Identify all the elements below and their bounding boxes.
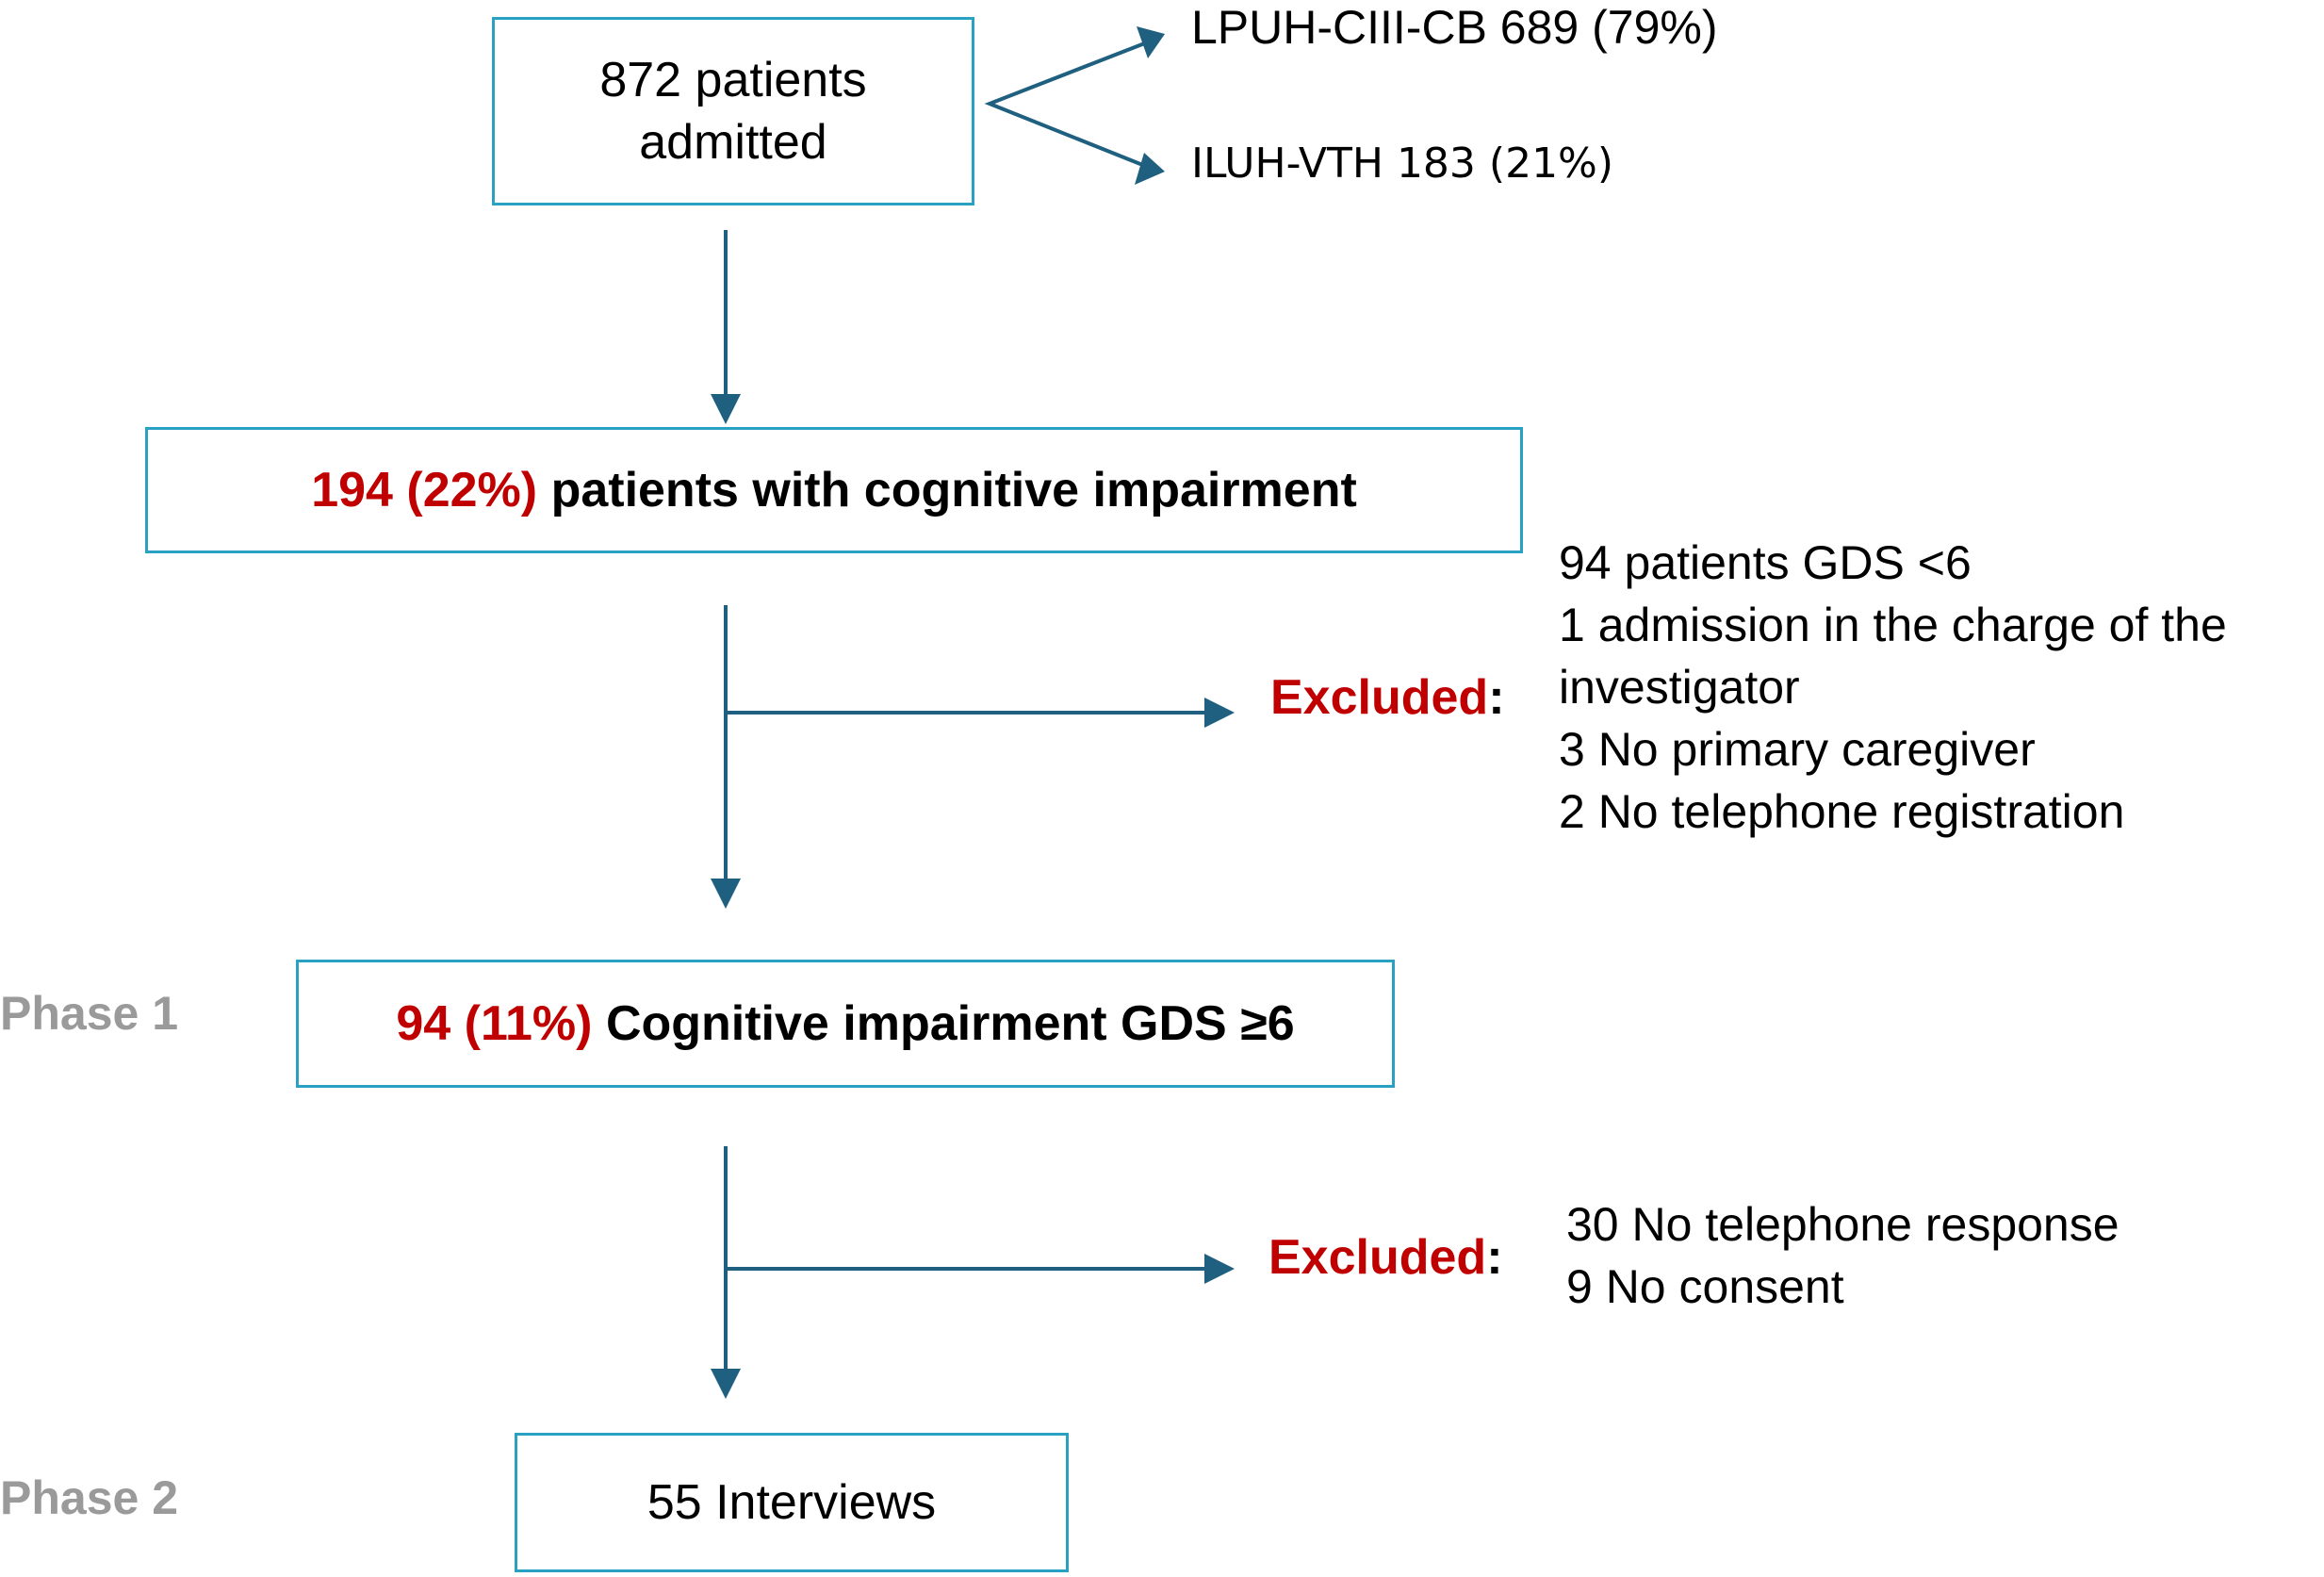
exclusion1-reason: 2 No telephone registration [1559,785,2125,838]
exclusion1-reason: 3 No primary caregiver [1559,723,2036,776]
interviews-text: 55 Interviews [646,1475,937,1530]
admitted-box: 872 patients admitted [492,17,974,205]
arrow-cognitive-to-phase1 [711,605,741,909]
exclusion1-reason: investigator [1559,661,1800,714]
arrow-admitted-to-cognitive [711,230,741,424]
exclusion1-reason: 1 admission in the charge of the [1559,599,2227,651]
exclusion2-word: Excluded [1268,1230,1487,1285]
cognitive-impairment-box: 194 (22%) patients with cognitive impair… [145,427,1523,553]
phase1-label: Phase 1 [0,987,179,1040]
exclusion2-reason: 30 No telephone response [1566,1198,2119,1251]
phase2-label: Phase 2 [0,1471,179,1524]
exclusion1-reasons: 94 patients GDS <6 1 admission in the ch… [1559,532,2227,843]
branch-arrows [984,26,1165,185]
exclusion1-word: Excluded [1270,670,1489,725]
exclusion2-reasons: 30 No telephone response 9 No consent [1566,1193,2119,1318]
cognitive-text: patients with cognitive impairment [550,463,1357,517]
interviews-box: 55 Interviews [515,1433,1069,1572]
phase1-box: 94 (11%) Cognitive impairment GDS ≥6 [296,960,1395,1088]
arrow-exclusion1 [728,698,1235,728]
branch-iluh: ILUH-VTH 183 (21%) [1191,140,1614,188]
exclusion2-label: Excluded: [1268,1229,1503,1286]
admitted-line-1: 872 patients [599,53,867,107]
exclusion1-label: Excluded: [1270,669,1505,726]
arrow-exclusion2 [728,1254,1235,1284]
admitted-line-2: admitted [639,115,827,170]
cognitive-highlight: 194 (22%) [311,463,538,517]
exclusion2-colon: : [1486,1230,1503,1285]
exclusion2-reason: 9 No consent [1566,1260,1844,1313]
arrow-phase1-to-phase2 [711,1146,741,1399]
phase1-highlight: 94 (11%) [396,996,593,1051]
exclusion1-reason: 94 patients GDS <6 [1559,536,1972,589]
branch-lpuh: LPUH-CIII-CB 689 (79%) [1191,1,1718,54]
phase1-text: Cognitive impairment GDS ≥6 [605,996,1295,1051]
exclusion1-colon: : [1488,670,1505,725]
